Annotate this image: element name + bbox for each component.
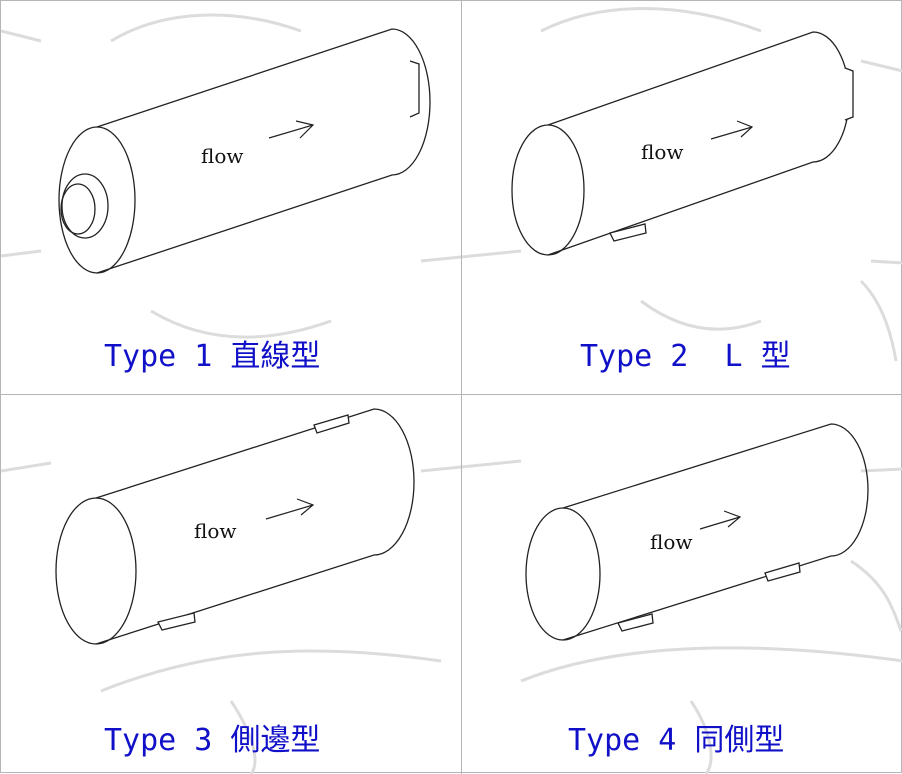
cylinder-inlet-end <box>58 126 136 274</box>
caption-type4: Type 4 同側型 <box>568 723 785 758</box>
grid-divider-vertical <box>461 1 462 774</box>
panel-type2: flow Type 2 L 型 <box>462 1 902 394</box>
caption-type3: Type 3 側邊型 <box>104 723 321 758</box>
outlet-nozzle-top <box>313 414 350 434</box>
cylinder-drawing-type1: flow <box>58 28 431 274</box>
outlet-nozzle-bottom <box>157 612 196 631</box>
outlet-nozzle-side <box>609 223 647 242</box>
flow-label-type1: flow <box>201 144 244 168</box>
cylinder-body-outline <box>95 408 415 645</box>
cylinder-body-outline <box>547 31 850 256</box>
caption-type1: Type 1 直線型 <box>104 339 321 374</box>
cylinder-drawing-type3: flow <box>55 408 415 645</box>
flow-label-type3: flow <box>194 519 237 543</box>
cylinder-inlet-end <box>525 507 601 641</box>
grid-divider-horizontal <box>1 394 902 395</box>
inlet-pipe-inner <box>60 183 96 235</box>
outlet-nozzle-end <box>844 67 854 121</box>
cylinder-inlet-end <box>511 124 585 256</box>
flow-arrow <box>710 120 754 140</box>
outlet-nozzle-bottom-rear <box>764 562 801 582</box>
panel-type4: flow Type 4 同側型 <box>462 395 902 774</box>
caption-type2: Type 2 L 型 <box>580 339 791 374</box>
flow-arrow <box>265 498 315 520</box>
cylinder-body-outline <box>96 28 431 274</box>
panel-type3: flow Type 3 側邊型 <box>1 395 461 774</box>
outlet-nozzle <box>409 60 420 118</box>
outlet-nozzle-bottom-front <box>617 613 654 632</box>
flow-label-type4: flow <box>650 530 693 554</box>
panel-type1: flow Type 1 直線型 <box>1 1 461 394</box>
flow-label-type2: flow <box>641 140 684 164</box>
cylinder-inlet-end <box>55 497 137 645</box>
flow-arrow <box>268 120 315 139</box>
flow-arrow <box>699 510 742 530</box>
cylinder-body-outline <box>562 423 869 641</box>
inlet-pipe-outer <box>61 173 109 239</box>
cylinder-drawing-type4: flow <box>525 423 869 641</box>
cylinder-drawing-type2: flow <box>511 31 854 256</box>
